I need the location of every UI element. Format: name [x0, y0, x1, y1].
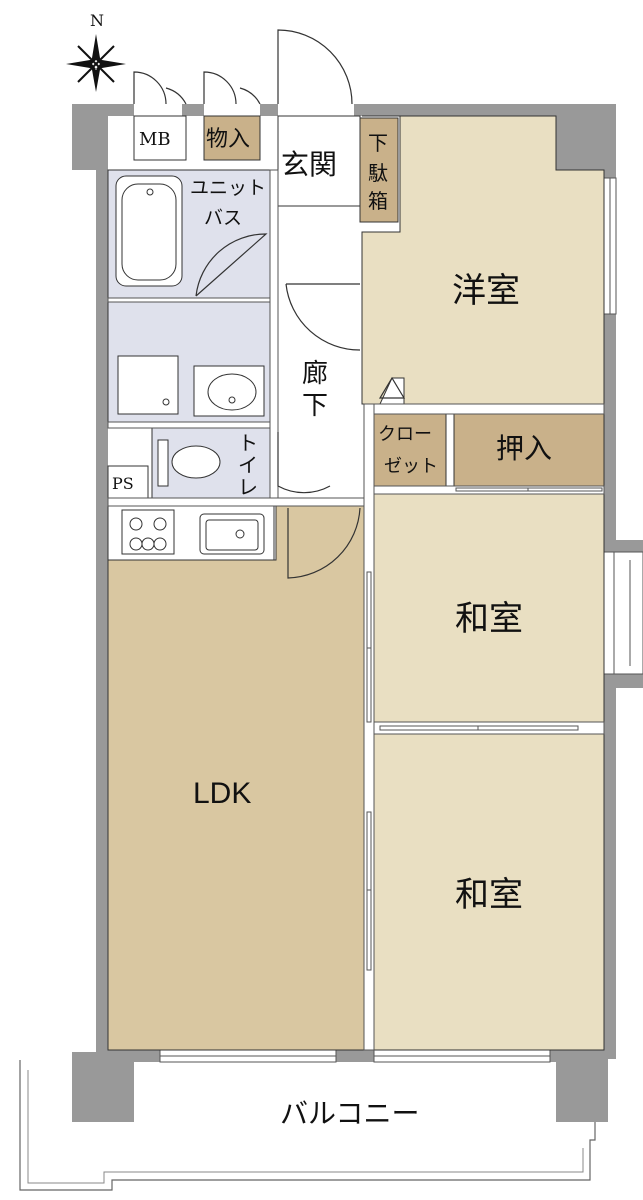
western-room-label: 洋室	[452, 271, 520, 311]
sliding-door-ldk-washitsu-3	[366, 811, 372, 893]
shoe-box-label-3: 箱	[368, 189, 388, 213]
toilet-tank	[157, 439, 169, 487]
oshiire-label: 押入	[496, 432, 552, 465]
entrance-label: 玄関	[281, 148, 337, 181]
partition-bath-wash	[107, 297, 271, 303]
shoe-box-label-2: 駄	[368, 161, 388, 185]
door-storage	[203, 71, 237, 105]
wall-right-top	[556, 104, 608, 170]
kitchen-sink-drain	[235, 529, 245, 539]
wall-bottom-left	[72, 1052, 134, 1122]
vanity-drain	[228, 396, 236, 404]
door-bath	[195, 233, 268, 297]
kitchen-sink-inner	[205, 519, 259, 551]
compass-north-label: N	[90, 11, 104, 30]
mb-fill	[133, 115, 187, 161]
wall-top-left	[72, 104, 134, 116]
sliding-door-ldk-washitsu-4	[366, 889, 372, 971]
corridor-label-1: 廊	[302, 359, 328, 389]
toilet-label-3: レ	[238, 475, 258, 499]
closet-label-2: ゼット	[384, 456, 438, 477]
balcony-label: バルコニー	[280, 1097, 419, 1130]
door-mb	[133, 71, 167, 105]
storage-fill	[203, 115, 261, 161]
partition-wash-toilet	[107, 421, 271, 429]
washitsu-2-fill	[373, 733, 605, 1051]
door-western	[285, 283, 361, 351]
compass-needle-north	[91, 34, 101, 64]
sliding-door-washitsu-b	[477, 725, 579, 731]
door-mb-2	[165, 87, 187, 105]
door-ldk	[287, 507, 361, 579]
fixtures	[115, 175, 265, 555]
burner-4	[141, 537, 155, 551]
balcony-outline-inner	[27, 1070, 584, 1184]
door-closet	[378, 376, 406, 399]
ps-label: PS	[112, 474, 134, 493]
washitsu-1-fill	[373, 493, 605, 723]
mb-label: MB	[139, 129, 171, 150]
balcony-outline-outer	[19, 1060, 596, 1191]
toilet-label-1: ト	[238, 431, 258, 455]
door-storage-2	[239, 87, 261, 105]
sliding-door-oshiire-a	[455, 487, 531, 492]
outer-walls	[72, 104, 643, 1122]
storage-label: 物入	[206, 127, 250, 152]
wall-left	[96, 104, 108, 1056]
toilet-label-2: イ	[238, 453, 258, 477]
swing-doors	[133, 29, 406, 579]
washitsu-1-label: 和室	[455, 599, 523, 639]
burner-2	[153, 517, 167, 531]
bath-label-2: バス	[204, 207, 242, 229]
balcony-area: バルコニー	[19, 1060, 596, 1191]
wall-top-mid	[182, 104, 204, 116]
shower-drain	[162, 398, 170, 406]
washitsu-2-label: 和室	[455, 875, 523, 915]
compass-needle-east	[96, 59, 126, 69]
ldk-label: LDK	[193, 777, 251, 810]
compass-needle-west	[66, 59, 96, 69]
window-right-mid	[603, 551, 643, 675]
shower-pan	[117, 355, 179, 415]
burner-5	[153, 537, 167, 551]
wall-bottom-right	[556, 1052, 608, 1122]
sliding-door-ldk-washitsu-2	[366, 647, 372, 723]
partition-bath-corridor	[269, 169, 279, 499]
partition-kitchen-top	[107, 497, 365, 507]
burner-1	[129, 517, 143, 531]
ps-fill	[107, 465, 149, 499]
closet-label-1: クロー	[378, 424, 432, 445]
bathtub-drain	[146, 188, 154, 196]
vanity-basin	[207, 373, 257, 411]
closet-fill	[373, 413, 447, 487]
compass-needle-south	[91, 64, 101, 92]
partition-closet-top	[373, 403, 605, 415]
door-toilet	[277, 432, 331, 494]
wall-top-mid2	[260, 104, 278, 116]
rooms	[107, 115, 605, 1051]
shoe-box-label-1: 下	[368, 131, 388, 155]
wall-top-right	[354, 104, 606, 116]
corridor-label-2: 下	[302, 391, 328, 421]
sliding-doors	[366, 487, 603, 971]
shoe-box-fill	[359, 117, 399, 223]
entrance-fill	[277, 115, 361, 207]
sliding-door-ldk-washitsu-1	[366, 571, 372, 651]
compass-rose: N	[66, 11, 126, 92]
oshiire-fill	[453, 413, 605, 487]
bathtub-inner	[121, 183, 177, 281]
burner-3	[129, 537, 143, 551]
sliding-door-washitsu-a	[379, 725, 481, 731]
compass-diag-2	[77, 45, 115, 83]
bath-label-1: ユニット	[190, 177, 266, 199]
western-room-fill	[361, 115, 605, 405]
door-entrance	[277, 29, 353, 105]
room-labels: MB 物入 玄関 下 駄 箱 ユニット バス 洋室 廊 下 クロー ゼット 押入…	[112, 127, 552, 915]
sliding-door-oshiire-b	[527, 487, 603, 492]
toilet-bowl	[171, 445, 221, 479]
